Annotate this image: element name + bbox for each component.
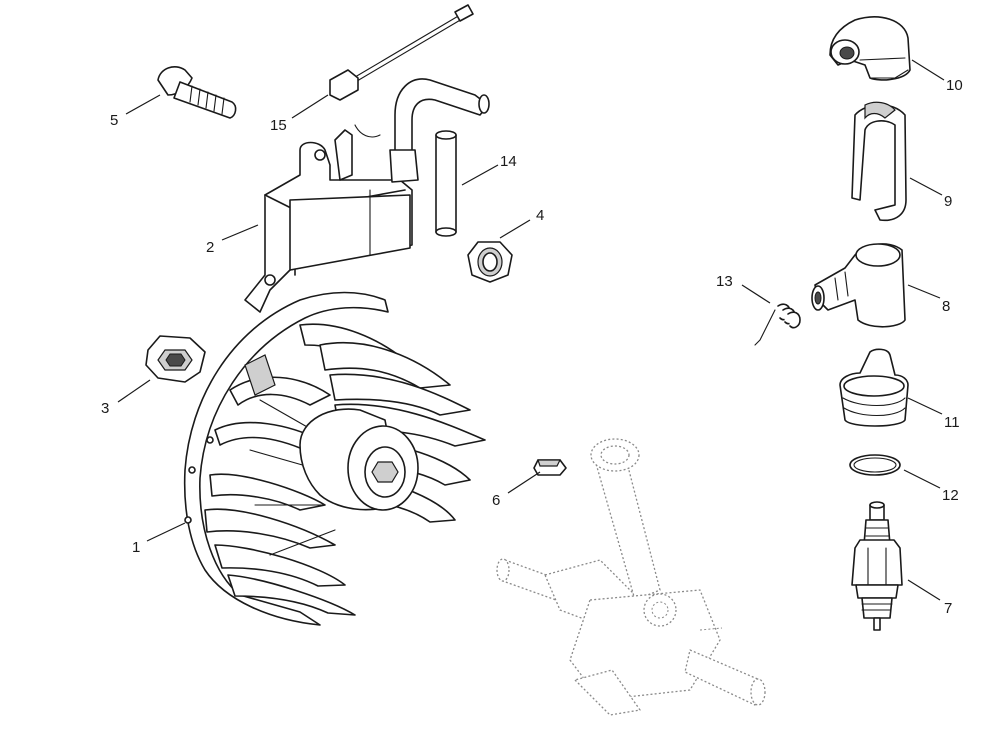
plug-boot: [829, 16, 911, 81]
flywheel-nut: [145, 335, 206, 383]
spark-plug: [851, 501, 903, 631]
flywheel: [183, 291, 486, 626]
stop-switch-lead: [329, 4, 474, 138]
leader-lines: [117, 59, 945, 601]
callout-13: 13: [716, 273, 733, 290]
rubber-boot: [839, 348, 909, 427]
bolt: [157, 66, 237, 119]
pin: [435, 130, 457, 237]
callout-12: 12: [942, 487, 959, 504]
callouts: 1 2 3 4 5 6 7 8 9 10 11 12 13 14 15: [101, 77, 963, 617]
crankshaft-ghost: [496, 438, 766, 716]
terminal-spring: [754, 303, 801, 346]
callout-6: 6: [492, 492, 500, 509]
callout-4: 4: [536, 207, 544, 224]
callout-1: 1: [132, 539, 140, 556]
callout-8: 8: [942, 298, 950, 315]
callout-2: 2: [206, 239, 214, 256]
callout-7: 7: [944, 600, 952, 617]
callout-11: 11: [944, 414, 960, 431]
callout-14: 14: [500, 153, 517, 170]
callout-15: 15: [270, 117, 287, 134]
callout-9: 9: [944, 193, 952, 210]
nut: [467, 241, 513, 283]
o-ring: [849, 454, 901, 476]
spark-plug-cap: [811, 243, 906, 328]
ignition-coil: [244, 78, 490, 313]
callout-10: 10: [946, 77, 963, 94]
callout-3: 3: [101, 400, 109, 417]
woodruff-key: [533, 459, 567, 476]
callout-5: 5: [110, 112, 118, 129]
spring-clip: [851, 101, 907, 222]
